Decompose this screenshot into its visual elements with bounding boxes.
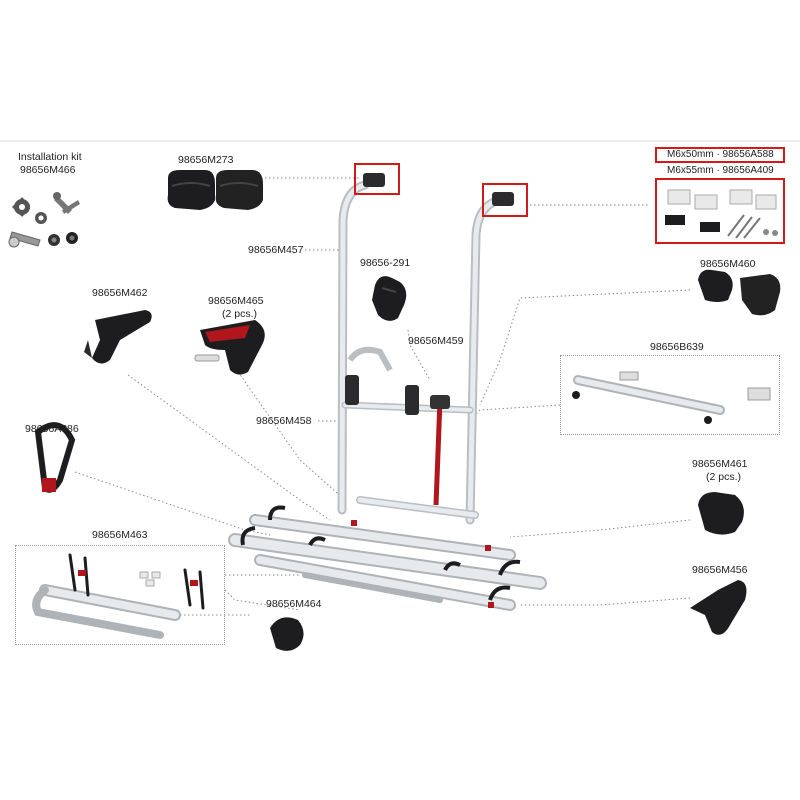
knob-small-illustration (270, 617, 304, 651)
arm-illustration (84, 310, 152, 364)
highlight-top-left-bracket (354, 163, 400, 195)
knob-illustration (372, 276, 407, 321)
bolt-option-m6x50: M6x50mm · 98656A588 (667, 149, 774, 160)
label-m462: 98656M462 (92, 287, 148, 299)
wheel-strap-illustration (34, 422, 76, 493)
red-accents (351, 520, 494, 608)
label-m464: 98656M464 (266, 598, 322, 610)
label-m465: 98656M465 (208, 295, 264, 307)
label-m459: 98656M459 (408, 335, 464, 347)
label-m465-qty: (2 pcs.) (222, 308, 258, 320)
installation-kit-title: Installation kit (18, 151, 82, 163)
highlight-bolt-option-m6x50 (655, 147, 785, 163)
label-m461-qty: (2 pcs.) (706, 471, 742, 483)
installation-kit-part: 98656M466 (20, 164, 76, 176)
label-m460: 98656M460 (700, 258, 756, 270)
label-m463: 98656M463 (92, 529, 148, 541)
label-291: 98656-291 (360, 257, 411, 269)
crossbar-illustration (572, 371, 771, 424)
highlight-bolt-kit (655, 178, 785, 244)
bolt-kit-illustration (665, 189, 778, 239)
label-m456: 98656M456 (692, 564, 748, 576)
wheel-holders (240, 505, 521, 601)
top-brackets (363, 173, 514, 206)
bike-rails (228, 514, 547, 611)
installation-kit-icons (8, 192, 80, 248)
label-m458: 98656M458 (256, 415, 312, 427)
holder-with-red-illustration (194, 320, 265, 375)
end-cap-illustration (698, 492, 744, 535)
bolt-option-m6x55: M6x55mm · 98656A409 (667, 165, 774, 176)
end-caps-illustration (167, 170, 263, 210)
bumper-illustration (690, 580, 747, 635)
wheel-carrier-illustration (32, 553, 205, 639)
highlight-top-right-bracket (482, 183, 528, 217)
frame-m463 (15, 545, 225, 645)
leader-lines (74, 177, 691, 616)
label-m461: 98656M461 (692, 458, 748, 470)
label-b639: 98656B639 (650, 341, 704, 353)
label-m457: 98656M457 (248, 244, 304, 256)
label-m273: 98656M273 (178, 154, 234, 166)
frame-b639 (560, 355, 780, 435)
strap-illustration (345, 346, 450, 506)
label-a386: 98656A386 (25, 423, 79, 435)
bracket-pair-illustration (698, 269, 781, 316)
